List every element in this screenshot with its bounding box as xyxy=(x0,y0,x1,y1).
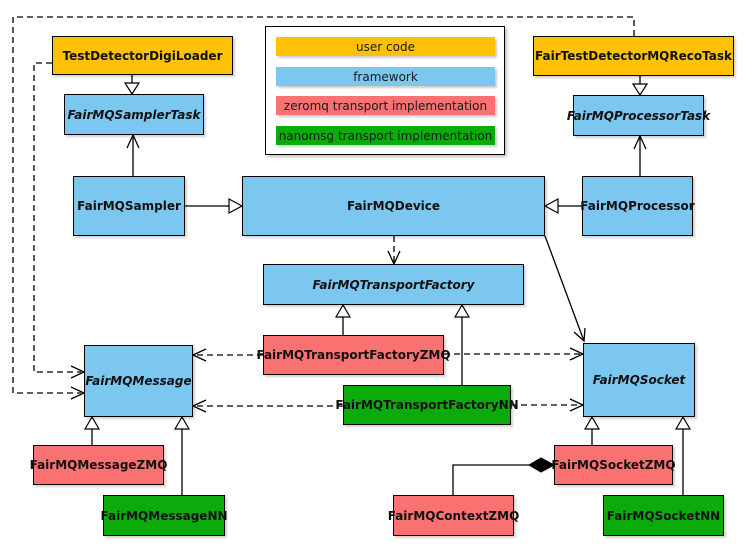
node-fairmqsocket: FairMQSocket xyxy=(583,343,695,417)
node-fairmqmessagezmq: FairMQMessageZMQ xyxy=(30,445,167,485)
edge-processor-device xyxy=(543,197,582,215)
edge-factorynn-message xyxy=(191,399,343,413)
edge-sampler-device xyxy=(185,197,244,215)
edge-contextzmq-socketzmq xyxy=(452,457,556,495)
legend-item-nanomsg: nanomsg transport implementation xyxy=(276,126,495,145)
node-fairmqtransportfactorynn: FairMQTransportFactoryNN xyxy=(335,385,519,425)
edge-factorynn-socket xyxy=(511,398,585,412)
edge-messagenn-message xyxy=(173,415,191,495)
node-fairtestdetectormqrecotask: FairTestDetectorMQRecoTask xyxy=(533,36,734,76)
legend-item-user-code: user code xyxy=(276,37,495,56)
edge-device-socket xyxy=(544,235,586,343)
node-fairmqdevice: FairMQDevice xyxy=(242,176,545,236)
edge-digiloader-samplertask xyxy=(123,75,141,96)
legend-item-framework: framework xyxy=(276,67,495,86)
legend: user code framework zeromq transport imp… xyxy=(265,26,505,155)
edge-factoryzmq-message xyxy=(191,348,263,362)
legend-item-zeromq: zeromq transport implementation xyxy=(276,96,495,115)
node-testdetectordigiloader: TestDetectorDigiLoader xyxy=(52,36,233,75)
node-fairmqtransportfactory: FairMQTransportFactory xyxy=(263,264,524,305)
edge-sampler-samplertask xyxy=(126,133,140,176)
node-fairmqmessagenn: FairMQMessageNN xyxy=(100,495,228,536)
edge-socketzmq-socket xyxy=(583,415,601,445)
node-fairmqsocketzmq: FairMQSocketZMQ xyxy=(551,445,676,485)
edge-factoryzmq-factory xyxy=(334,303,352,335)
node-fairmqtransportfactoryzmq: FairMQTransportFactoryZMQ xyxy=(256,335,451,375)
edge-device-factory xyxy=(387,236,401,266)
edge-recotask-processortask xyxy=(631,76,649,97)
edge-processor-processortask xyxy=(633,134,647,176)
edge-factoryzmq-socket xyxy=(444,347,585,361)
node-fairmqsamplertask: FairMQSamplerTask xyxy=(64,94,204,135)
node-fairmqsocketnn: FairMQSocketNN xyxy=(603,495,724,536)
edge-factorynn-factory xyxy=(453,303,471,385)
node-fairmqmessage: FairMQMessage xyxy=(84,345,193,417)
edge-socketnn-socket xyxy=(674,415,692,495)
node-fairmqprocessor: FairMQProcessor xyxy=(580,176,695,236)
edge-messagezmq-message xyxy=(83,415,101,445)
node-fairmqprocessortask: FairMQProcessorTask xyxy=(567,95,710,136)
node-fairmqsampler: FairMQSampler xyxy=(73,176,185,236)
node-fairmqcontextzmq: FairMQContextZMQ xyxy=(388,495,519,536)
